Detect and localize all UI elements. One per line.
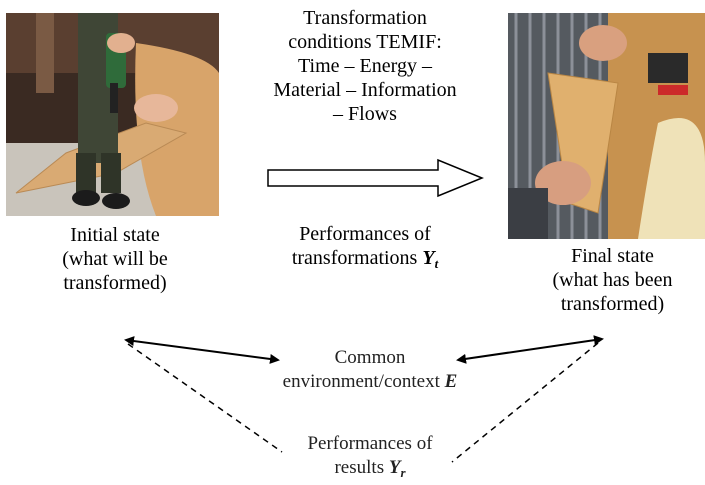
conditions-line-5: – Flows	[333, 103, 397, 125]
transformation-conditions: Transformation conditions TEMIF: Time – …	[240, 6, 490, 126]
transformation-performances-line-2: transformations Yt	[255, 246, 475, 276]
final-state-label: Final state (what has been transformed)	[525, 244, 700, 316]
dashed-initial-results	[127, 343, 283, 453]
final-state-line-3: transformed)	[560, 293, 665, 315]
initial-state-line-2: (what will be	[62, 248, 168, 270]
results-text: results	[334, 457, 385, 478]
results-line-2: results Yr	[270, 456, 470, 485]
transformation-performances: Performances of transformations Yt	[255, 222, 475, 276]
initial-state-label: Initial state (what will be transformed)	[30, 223, 200, 295]
arrow-initial-environment	[124, 336, 280, 364]
yt-symbol: Y	[422, 247, 435, 269]
results-performances-label: Performances of results Yr	[270, 432, 470, 485]
conditions-line-2: conditions TEMIF:	[288, 31, 442, 53]
conditions-line-4: Material – Information	[273, 79, 457, 101]
conditions-line-1: Transformation	[303, 7, 427, 29]
environment-text: environment/context	[282, 371, 440, 392]
transformation-performances-text: transformations	[291, 247, 418, 269]
final-state-photo	[508, 13, 705, 239]
environment-line-2: environment/context E	[270, 370, 470, 394]
initial-state-line-1: Initial state	[70, 224, 160, 246]
arrow-environment-final	[456, 335, 604, 364]
final-state-line-2: (what has been	[552, 269, 673, 291]
conditions-line-3: Time – Energy –	[298, 55, 432, 77]
yr-subscript: r	[400, 465, 406, 480]
results-line-1: Performances of	[307, 433, 433, 454]
final-state-line-1: Final state	[571, 245, 654, 267]
yr-symbol: Y	[388, 457, 401, 478]
environment-line-1: Common	[334, 347, 406, 368]
initial-state-photo	[6, 13, 219, 216]
transformation-arrow	[267, 158, 484, 198]
e-symbol: E	[444, 371, 458, 392]
initial-state-line-3: transformed)	[63, 272, 167, 294]
common-environment-label: Common environment/context E	[270, 346, 470, 394]
transformation-performances-line-1: Performances of	[299, 223, 431, 245]
yt-subscript: t	[434, 256, 439, 271]
dashed-final-results	[451, 342, 599, 463]
